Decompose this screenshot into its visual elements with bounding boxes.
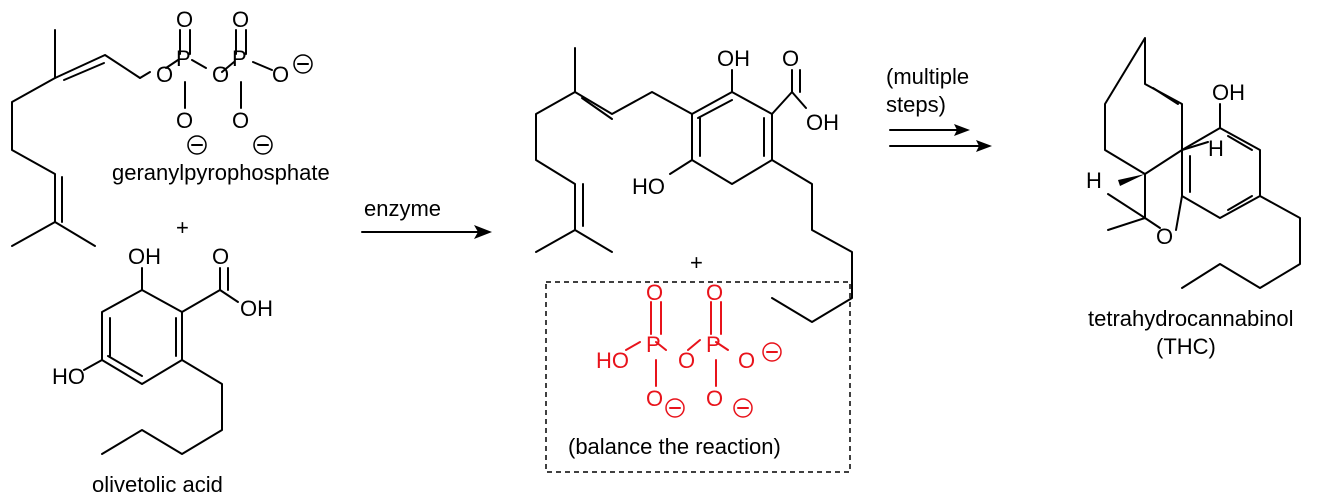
- olivetolic-ho: HO: [52, 364, 85, 389]
- wedge-bond-icon: [1118, 174, 1145, 186]
- byproduct-ho: HO: [596, 348, 629, 373]
- negative-charge-red-icon: [665, 342, 782, 418]
- thc-h-upper: H: [1208, 136, 1224, 161]
- byproduct-box: [545, 281, 851, 473]
- byproduct-o-top2: O: [706, 280, 723, 305]
- olivetolic-o-carbonyl: O: [212, 244, 229, 269]
- label-balance-reaction: (balance the reaction): [568, 434, 781, 459]
- geranyl-o2: O: [212, 62, 229, 87]
- plus-sign-2: +: [690, 250, 703, 275]
- intermediate-oh-top: OH: [717, 46, 750, 71]
- byproduct-o-bottom2: O: [706, 386, 723, 411]
- reaction-arrow-icon: [361, 225, 492, 239]
- thc-h-lower: H: [1086, 168, 1102, 193]
- intermediate-oh-acid: OH: [806, 110, 839, 135]
- label-geranylpyrophosphate: geranylpyrophosphate: [112, 160, 330, 185]
- negative-charge-icon: [187, 54, 313, 155]
- intermediate-o-carbonyl: O: [782, 46, 799, 71]
- geranyl-o-top1: O: [176, 7, 193, 32]
- label-enzyme: enzyme: [364, 196, 441, 221]
- olivetolic-oh-top: OH: [128, 244, 161, 269]
- thc-o-ring: O: [1156, 224, 1173, 249]
- intermediate-ho: HO: [632, 174, 665, 199]
- label-multiple-line1: (multiple: [886, 64, 969, 89]
- label-multiple-line2: steps): [886, 92, 946, 117]
- thc-oh: OH: [1212, 80, 1245, 105]
- byproduct-p2: P: [706, 332, 721, 357]
- olivetolic-oh-acid: OH: [240, 296, 273, 321]
- label-thc-line1: tetrahydrocannabinol: [1088, 306, 1293, 331]
- geranyl-o1: O: [156, 62, 173, 87]
- geranyl-p1: P: [176, 46, 191, 71]
- geranyl-o-top2: O: [232, 7, 249, 32]
- olivetolic-acid-structure: [83, 267, 239, 455]
- double-step-arrow-icon: [889, 124, 992, 152]
- plus-sign-1: +: [176, 215, 189, 240]
- geranyl-p2: P: [232, 46, 247, 71]
- byproduct-o-bridge: O: [678, 348, 695, 373]
- byproduct-p1: P: [646, 332, 661, 357]
- label-thc-line2: (THC): [1156, 334, 1216, 359]
- intermediate-structure: [535, 47, 853, 323]
- thc-structure: [1104, 37, 1301, 289]
- label-olivetolic-acid: olivetolic acid: [92, 472, 223, 497]
- byproduct-o-top1: O: [646, 280, 663, 305]
- pyrophosphate-byproduct-structure: [625, 301, 729, 387]
- geranyl-o-bottom1: O: [176, 108, 193, 133]
- byproduct-o-bottom1: O: [646, 386, 663, 411]
- geranyl-o3: O: [272, 62, 289, 87]
- byproduct-o-end: O: [738, 348, 755, 373]
- geranyl-o-bottom2: O: [232, 108, 249, 133]
- geranylpyrophosphate-structure: [11, 29, 273, 247]
